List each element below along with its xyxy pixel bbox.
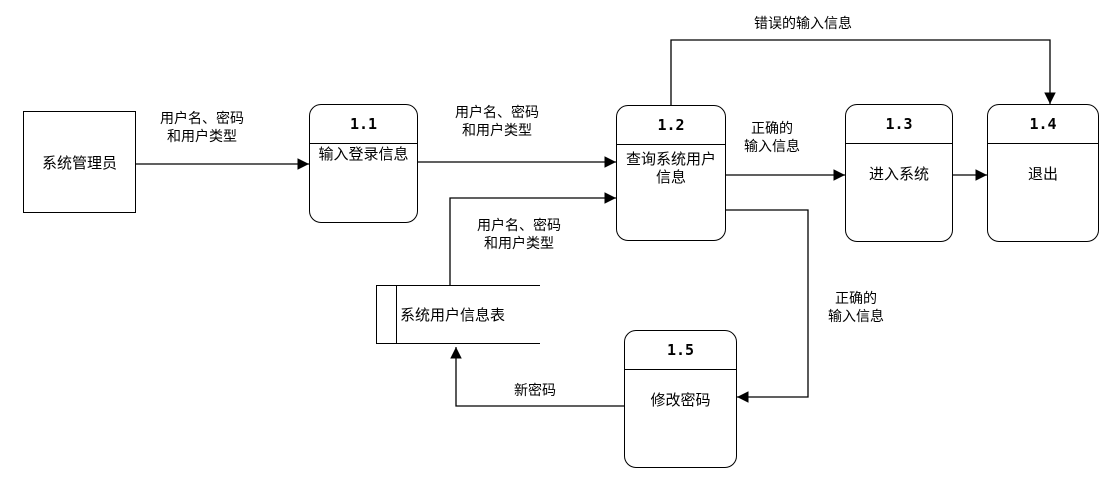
process-1-3: 1.3 进入系统 xyxy=(845,104,953,242)
process-1-5: 1.5 修改密码 xyxy=(624,330,737,468)
flow-arrow-store-to-1-2 xyxy=(449,192,616,285)
flow-label-store-to-1-2: 用户名、密码 和用户类型 xyxy=(477,218,561,252)
process-id: 1.1 xyxy=(310,105,417,144)
process-id: 1.4 xyxy=(988,105,1098,144)
process-1-1: 1.1 输入登录信息 xyxy=(309,104,418,223)
entity-label: 系统管理员 xyxy=(41,153,117,172)
flow-arrow-1-2-to-1-5 xyxy=(726,209,809,403)
process-1-2: 1.2 查询系统用户信息 xyxy=(616,105,726,241)
flow-arrow-1-2-to-1-4 xyxy=(670,39,1056,105)
flow-arrow-1-5-to-store xyxy=(450,347,624,407)
flow-label-1-1-to-1-2: 用户名、密码 和用户类型 xyxy=(455,105,539,139)
process-name: 修改密码 xyxy=(650,391,711,409)
process-id: 1.2 xyxy=(617,106,725,145)
process-1-4: 1.4 退出 xyxy=(987,104,1099,242)
flow-label-entity-to-1-1: 用户名、密码 和用户类型 xyxy=(160,111,244,145)
process-id: 1.5 xyxy=(625,331,736,370)
flow-label-1-5-to-store: 新密码 xyxy=(514,383,556,399)
data-store-label: 系统用户信息表 xyxy=(400,306,506,324)
process-id: 1.3 xyxy=(846,105,952,144)
flow-label-1-2-to-1-4: 错误的输入信息 xyxy=(754,16,852,32)
process-name: 查询系统用户信息 xyxy=(625,150,716,186)
process-name: 输入登录信息 xyxy=(318,145,409,163)
external-entity-admin: 系统管理员 xyxy=(23,111,136,213)
flow-label-1-2-to-1-3: 正确的 输入信息 xyxy=(744,121,800,155)
data-store-user-info: 系统用户信息表 xyxy=(376,285,540,344)
process-name: 进入系统 xyxy=(868,165,929,183)
flow-label-1-2-to-1-5: 正确的 输入信息 xyxy=(828,291,884,325)
process-name: 退出 xyxy=(1027,165,1058,183)
